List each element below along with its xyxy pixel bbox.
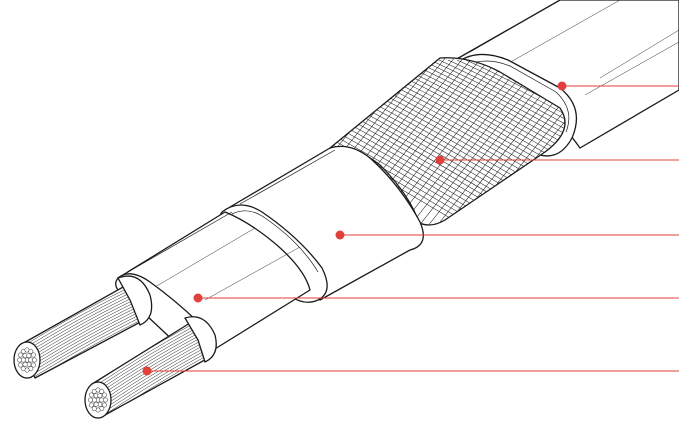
marker-heating-core [193, 293, 203, 303]
marker-bus-wire-conductor [142, 366, 152, 376]
marker-outer-jacket [557, 81, 567, 91]
bus-wire-a [13, 275, 153, 379]
marker-braided-shield [435, 155, 445, 165]
marker-insulation-jacket [335, 230, 345, 240]
callouts [142, 81, 679, 376]
